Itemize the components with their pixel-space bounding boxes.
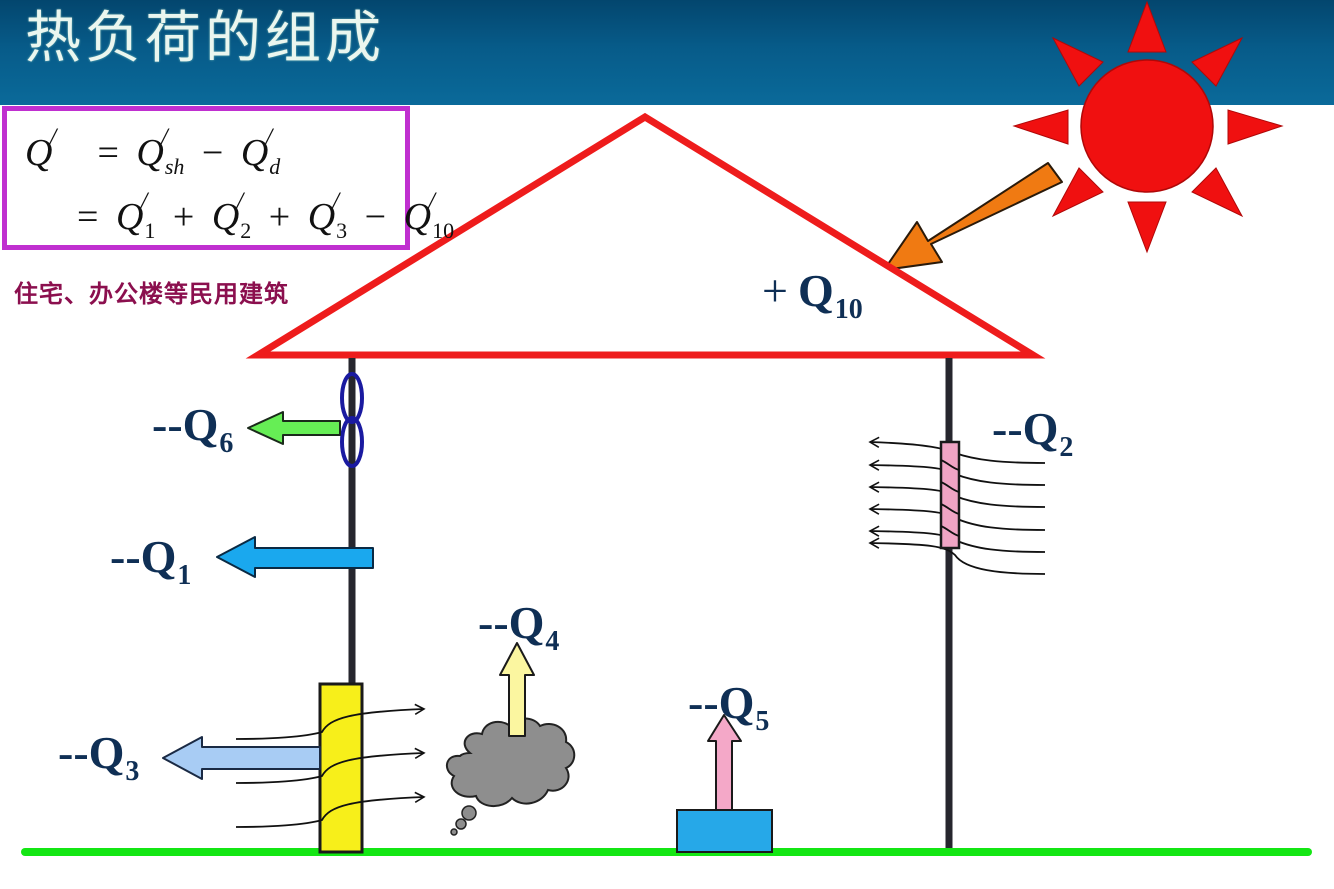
label-q10: +Q10 — [762, 265, 863, 325]
label-q4: --Q4 — [478, 597, 560, 657]
label-q2: --Q2 — [992, 403, 1074, 463]
door-icon — [318, 682, 364, 854]
formula-box: Q/ = Q/sh − Q/d = Q/1 + Q/2 + Q/3 − Q/10 — [2, 106, 454, 250]
occupant-cloud-icon — [445, 717, 576, 836]
title-bar: 热负荷的组成 — [0, 0, 1334, 105]
q1-arrow — [216, 536, 374, 578]
infiltration-hinge-icon — [340, 372, 364, 468]
label-q3: --Q3 — [58, 727, 140, 787]
label-q6: --Q6 — [152, 399, 234, 459]
roof — [245, 112, 1046, 359]
label-q5: --Q5 — [688, 677, 770, 737]
formula-minus: − — [201, 132, 224, 174]
q4-arrow — [499, 642, 535, 737]
appliance-icon — [676, 809, 773, 853]
formula-term-q: Q/ — [25, 123, 57, 174]
formula-equals: = — [77, 196, 99, 238]
q5-arrow — [707, 714, 742, 811]
sun-icon — [1012, 0, 1284, 254]
formula-term-q10: Q/10 — [403, 187, 455, 243]
formula-term-qsh: Q/sh — [136, 123, 185, 179]
building-type-caption: 住宅、办公楼等民用建筑 — [14, 280, 289, 308]
door-airflow — [235, 682, 426, 854]
formula-term-qd: Q/d — [240, 123, 281, 179]
solar-radiation-arrow — [883, 162, 1063, 271]
formula-term-q3: Q/3 — [307, 187, 348, 243]
formula-equals: = — [97, 132, 119, 174]
window-airflow — [868, 436, 1046, 575]
formula-term-q1: Q/1 — [115, 187, 156, 243]
q6-arrow — [247, 411, 341, 445]
label-q1: --Q1 — [110, 531, 192, 591]
formula-term-q2: Q/2 — [211, 187, 252, 243]
formula-line-1: Q/ = Q/sh − Q/d — [25, 123, 281, 179]
formula-line-2: = Q/1 + Q/2 + Q/3 − Q/10 — [77, 187, 455, 243]
q3-arrow — [162, 736, 321, 780]
page-title: 热负荷的组成 — [25, 6, 385, 71]
